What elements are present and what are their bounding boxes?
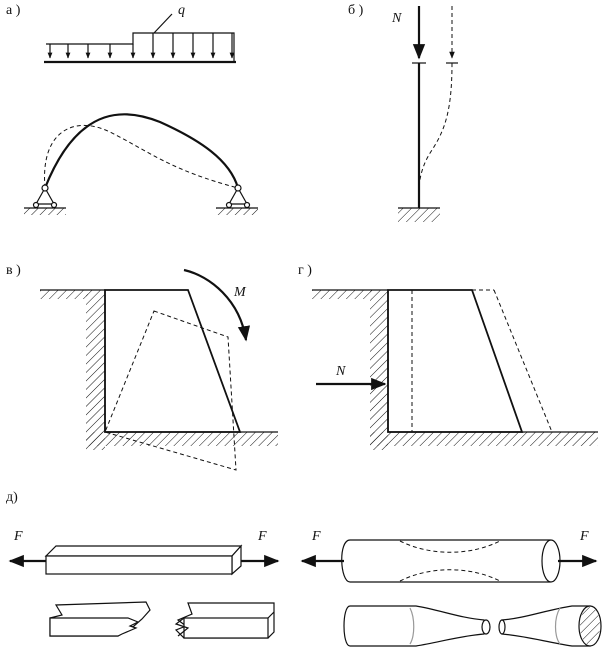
- column-buckled: [418, 62, 453, 186]
- m-label: M: [233, 285, 247, 300]
- round-rod-fractured: [343, 605, 602, 647]
- right-pin-support: [216, 184, 258, 215]
- v-retaining-wall: [104, 289, 242, 433]
- g-n-label: N: [335, 364, 346, 379]
- distributed-load: q: [44, 3, 236, 64]
- column-base-hatch: [398, 208, 440, 222]
- rod-f-left: F: [311, 529, 321, 544]
- panel-g: г ) N: [298, 263, 598, 450]
- rod-f-right: F: [579, 529, 589, 544]
- load-arrows: [47, 33, 235, 59]
- round-rod: F F: [300, 529, 598, 583]
- panel-a: а ) q: [6, 3, 258, 215]
- panel-b: б ) N: [348, 3, 458, 222]
- rect-bar: F F: [8, 529, 280, 576]
- left-pin-support: [24, 184, 66, 215]
- moment-arrow: [183, 268, 251, 342]
- rect-f-left: F: [13, 529, 23, 544]
- panel-b-label: б ): [348, 3, 364, 18]
- panel-g-label: г ): [298, 263, 312, 278]
- panel-d: д) F F F F: [6, 490, 602, 647]
- panel-v: в ) M: [6, 263, 278, 471]
- q-label: q: [178, 3, 185, 18]
- panel-a-label: а ): [6, 3, 21, 18]
- v-wall-rotated: [104, 310, 237, 471]
- q-leader: [153, 13, 173, 34]
- rect-bar-fractured: [49, 601, 275, 639]
- rect-f-right: F: [257, 529, 267, 544]
- g-retaining-wall: [387, 289, 524, 433]
- n-label-top: N: [391, 11, 402, 26]
- g-wall-shifted: [493, 289, 553, 433]
- v-ground-line: [40, 289, 278, 433]
- g-ground-line: [312, 289, 598, 433]
- panel-d-label: д): [6, 490, 18, 505]
- arch-deformed: [44, 124, 239, 189]
- panel-v-label: в ): [6, 263, 21, 278]
- arch: [43, 113, 240, 189]
